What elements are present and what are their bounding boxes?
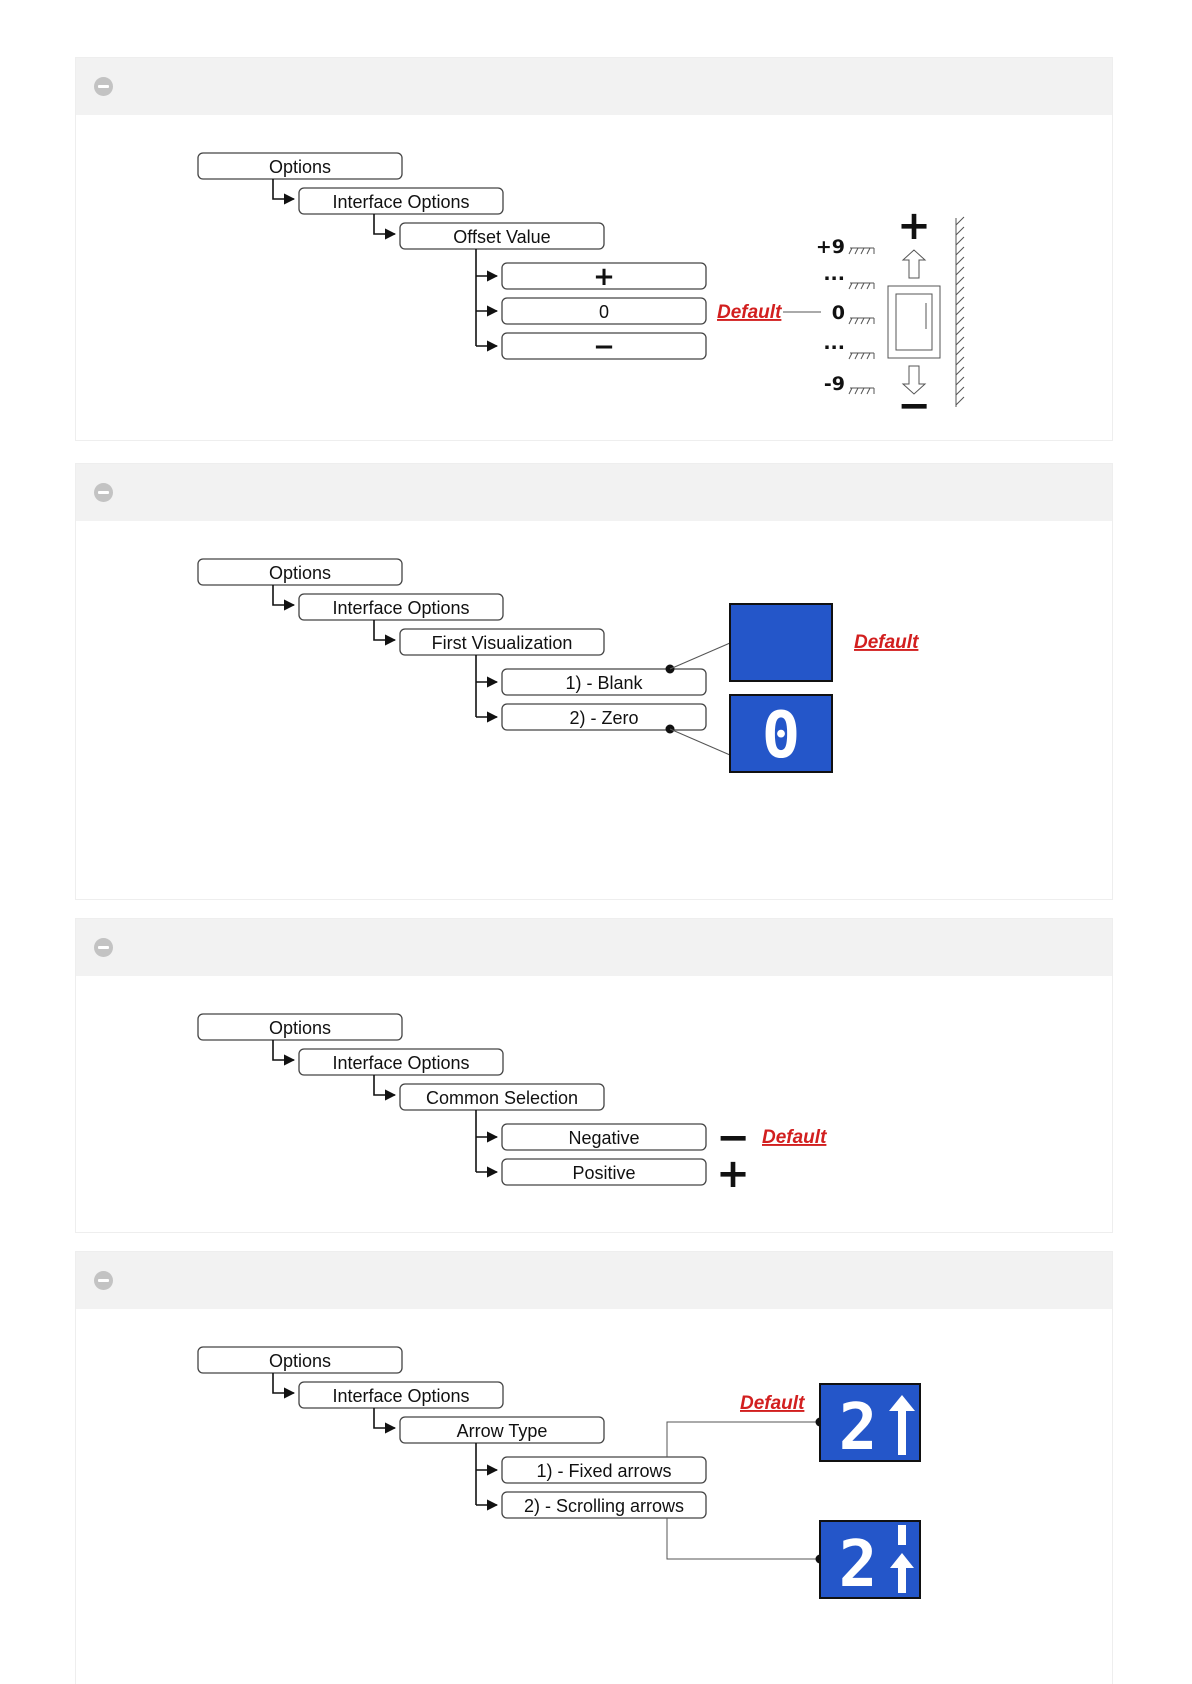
tree-node-interface-options: Interface Options <box>298 593 504 621</box>
section-common-selection: Options Interface Options Common Selecti… <box>75 918 1113 1233</box>
svg-text:+9: +9 <box>816 236 845 258</box>
tree-node-interface-options: Interface Options <box>298 1381 504 1409</box>
svg-text:Common Selection: Common Selection <box>426 1088 578 1108</box>
choice-scrolling-arrows[interactable]: 2) - Scrolling arrows <box>501 1491 707 1519</box>
section-body: Options Interface Options Common Selecti… <box>76 976 1112 1232</box>
tree-node-options: Options <box>197 1013 403 1041</box>
choice-minus[interactable]: − <box>501 332 707 362</box>
section-first-visualization: Options Interface Options First Visualiz… <box>75 463 1113 900</box>
tree-node-first-visualization: First Visualization <box>399 628 605 656</box>
svg-text:Options: Options <box>269 1351 331 1371</box>
svg-text:+: + <box>897 203 931 249</box>
svg-text:1) - Fixed arrows: 1) - Fixed arrows <box>536 1461 671 1481</box>
collapse-icon[interactable] <box>94 77 113 96</box>
tree-node-arrow-type: Arrow Type <box>399 1416 605 1444</box>
svg-text:Offset Value: Offset Value <box>453 227 550 247</box>
choice-blank[interactable]: 1) - Blank <box>501 668 707 696</box>
svg-text:First Visualization: First Visualization <box>432 633 573 653</box>
svg-text:0: 0 <box>599 302 609 322</box>
svg-text:...: ... <box>823 332 845 354</box>
svg-text:Negative: Negative <box>568 1128 639 1148</box>
offset-scale: +9 ... 0 ... -9 <box>816 236 875 395</box>
arrow-up-icon <box>889 1395 915 1455</box>
section-arrow-type: Options Interface Options Arrow Type 1) … <box>75 1251 1113 1684</box>
svg-text:Interface Options: Interface Options <box>332 192 469 212</box>
svg-text:+: + <box>593 262 615 292</box>
svg-text:2: 2 <box>839 1528 878 1602</box>
zero-display-panel: 0 <box>729 694 833 773</box>
section-header[interactable] <box>76 919 1112 976</box>
menu-tree-diagram: Options Interface Options First Visualiz… <box>197 558 919 773</box>
svg-text:0: 0 <box>832 302 845 324</box>
svg-text:...: ... <box>823 263 845 285</box>
default-label: Default <box>762 1127 827 1148</box>
svg-text:2: 2 <box>839 1391 878 1465</box>
menu-tree-diagram: Options Interface Options Offset Value + <box>197 152 965 429</box>
svg-text:−: − <box>593 332 615 362</box>
tree-node-options: Options <box>197 558 403 586</box>
svg-text:-9: -9 <box>824 373 845 395</box>
shaft-wall-icon <box>955 216 965 407</box>
tree-node-offset-value: Offset Value <box>399 222 605 250</box>
svg-text:Arrow Type: Arrow Type <box>457 1421 548 1441</box>
svg-text:Options: Options <box>269 1018 331 1038</box>
scrolling-arrow-up-icon <box>890 1553 914 1593</box>
tree-node-options: Options <box>197 1346 403 1374</box>
blank-display-panel <box>729 603 833 682</box>
choice-negative[interactable]: Negative <box>501 1123 707 1151</box>
svg-text:Interface Options: Interface Options <box>332 598 469 618</box>
collapse-icon[interactable] <box>94 938 113 957</box>
elevator-car-icon: + − <box>887 203 941 429</box>
svg-text:0: 0 <box>762 699 801 773</box>
section-header[interactable] <box>76 58 1112 115</box>
svg-text:Positive: Positive <box>572 1163 635 1183</box>
menu-tree-diagram: Options Interface Options Common Selecti… <box>197 1013 827 1197</box>
svg-text:Interface Options: Interface Options <box>332 1386 469 1406</box>
choice-fixed-arrows[interactable]: 1) - Fixed arrows <box>501 1456 707 1484</box>
scrolling-arrow-display-panel: 2 <box>819 1520 921 1602</box>
svg-text:−: − <box>897 383 931 429</box>
tree-node-options: Options <box>197 152 403 180</box>
minus-symbol-icon: − <box>716 1115 750 1161</box>
menu-tree-diagram: Options Interface Options Arrow Type 1) … <box>197 1346 921 1602</box>
section-body: Options Interface Options First Visualiz… <box>76 521 1112 899</box>
choice-plus[interactable]: + <box>501 262 707 292</box>
tree-node-interface-options: Interface Options <box>298 1048 504 1076</box>
collapse-icon[interactable] <box>94 1271 113 1290</box>
section-offset-value: Options Interface Options Offset Value + <box>75 57 1113 441</box>
section-header[interactable] <box>76 464 1112 521</box>
section-body: Options Interface Options Arrow Type 1) … <box>76 1309 1112 1683</box>
svg-text:Options: Options <box>269 563 331 583</box>
section-header[interactable] <box>76 1252 1112 1309</box>
svg-text:Options: Options <box>269 157 331 177</box>
tree-node-interface-options: Interface Options <box>298 187 504 215</box>
collapse-icon[interactable] <box>94 483 113 502</box>
fixed-arrow-display-panel: 2 <box>819 1383 921 1465</box>
section-body: Options Interface Options Offset Value + <box>76 115 1112 440</box>
choice-zero[interactable]: 2) - Zero <box>501 703 707 731</box>
svg-text:Interface Options: Interface Options <box>332 1053 469 1073</box>
plus-symbol-icon: + <box>716 1151 750 1197</box>
svg-text:2) - Scrolling arrows: 2) - Scrolling arrows <box>524 1496 684 1516</box>
default-label: Default <box>717 302 782 323</box>
tree-node-common-selection: Common Selection <box>399 1083 605 1111</box>
svg-text:2) - Zero: 2) - Zero <box>569 708 638 728</box>
default-label: Default <box>854 632 919 653</box>
svg-text:1) - Blank: 1) - Blank <box>565 673 643 693</box>
choice-positive[interactable]: Positive <box>501 1158 707 1186</box>
default-label: Default <box>740 1393 805 1414</box>
choice-zero[interactable]: 0 <box>501 297 707 325</box>
